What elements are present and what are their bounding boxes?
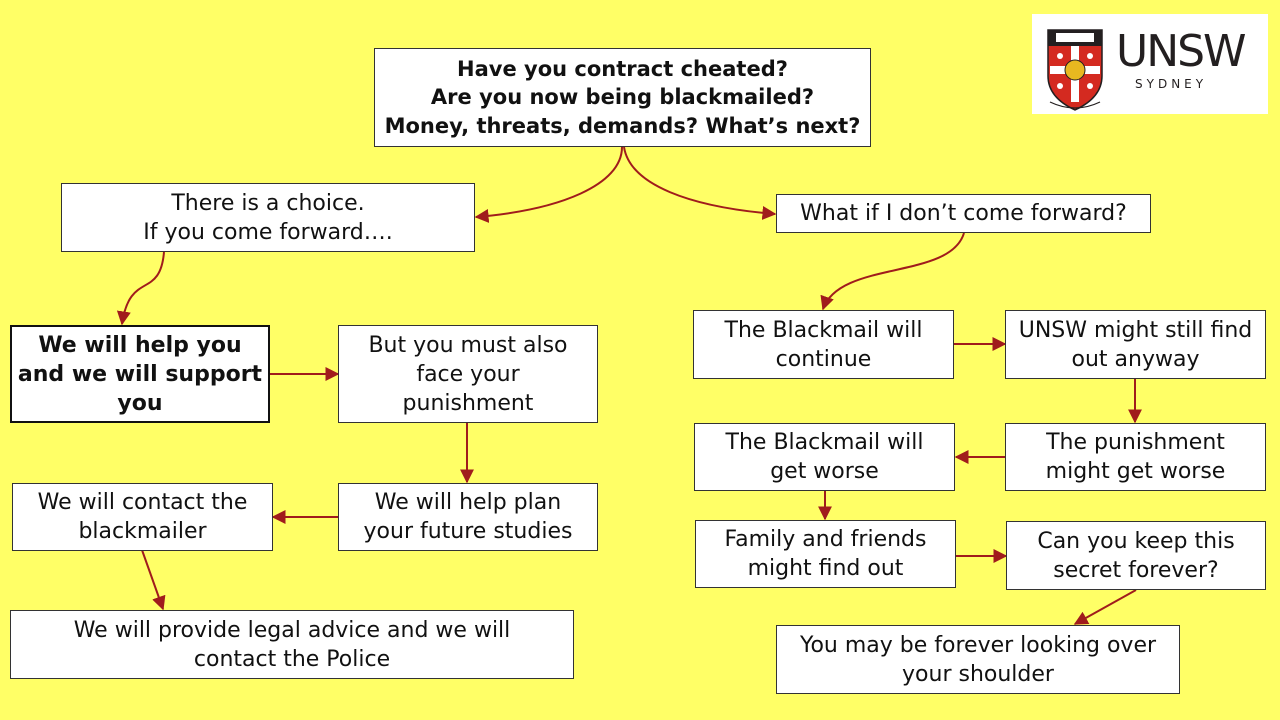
over-shoulder-box: You may be forever looking over your sho… <box>776 625 1180 694</box>
help-line-3: you <box>117 390 163 416</box>
shoulder-line-1: You may be forever looking over <box>799 632 1157 658</box>
punishment-line-3: punishment <box>402 390 534 416</box>
continue-line-2: continue <box>775 346 872 372</box>
shoulder-line-2: your shoulder <box>902 661 1054 687</box>
punishment-box: But you must also face your punishment <box>338 325 598 423</box>
punishment-line-2: face your <box>416 361 520 387</box>
blackmail-worse-box: The Blackmail will get worse <box>694 423 955 491</box>
plan-studies-box: We will help plan your future studies <box>338 483 598 551</box>
blackmailworse-line-1: The Blackmail will <box>725 430 924 455</box>
family-line-2: might find out <box>747 556 904 581</box>
choice-line-1: There is a choice. <box>171 190 365 216</box>
choice-box: There is a choice. If you come forward…. <box>61 183 475 252</box>
punishment-line-1: But you must also <box>368 332 568 358</box>
arrow-question-to-continue <box>820 232 965 311</box>
no-forward-question-text: What if I don’t come forward? <box>800 201 1127 226</box>
family-line-1: Family and friends <box>724 527 927 552</box>
punishworse-line-2: might get worse <box>1045 459 1226 484</box>
secret-line-1: Can you keep this <box>1037 528 1235 554</box>
plan-line-2: your future studies <box>363 519 573 544</box>
arrow-choice-to-help <box>116 251 165 326</box>
punishworse-line-1: The punishment <box>1046 430 1225 455</box>
arrow-secret-to-shoulder <box>1073 589 1137 625</box>
blackmail-continue-box: The Blackmail will continue <box>693 310 954 379</box>
top-question-box: Have you contract cheated? Are you now b… <box>374 48 871 147</box>
arrow-top-to-question <box>623 146 777 220</box>
arrow-top-to-choice <box>474 146 623 223</box>
help-line-1: We will help you <box>38 332 242 358</box>
punishment-worse-box: The punishment might get worse <box>1005 423 1266 491</box>
unsw-wordmark: UNSW <box>1116 26 1247 77</box>
findout-line-1: UNSW might still find <box>1018 317 1253 343</box>
blackmailworse-line-2: get worse <box>770 459 879 484</box>
top-question-line-3: Money, threats, demands? What’s next? <box>384 113 861 138</box>
plan-line-1: We will help plan <box>374 490 562 515</box>
unsw-subtitle: SYDNEY <box>1135 77 1208 91</box>
contact-line-2: blackmailer <box>78 519 207 544</box>
top-question-line-2: Are you now being blackmailed? <box>430 85 815 110</box>
keep-secret-box: Can you keep this secret forever? <box>1006 521 1266 590</box>
family-friends-box: Family and friends might find out <box>695 520 956 588</box>
legal-advice-box: We will provide legal advice and we will… <box>10 610 574 679</box>
arrow-contact-to-legal <box>141 549 166 611</box>
secret-line-2: secret forever? <box>1053 557 1219 583</box>
top-question-line-1: Have you contract cheated? <box>457 56 788 81</box>
no-forward-question-box: What if I don’t come forward? <box>776 194 1151 233</box>
help-line-2: and we will support <box>17 361 263 387</box>
legal-line-2: contact the Police <box>193 646 391 672</box>
unsw-find-out-box: UNSW might still find out anyway <box>1005 310 1266 379</box>
contact-blackmailer-box: We will contact the blackmailer <box>12 483 273 551</box>
choice-line-2: If you come forward…. <box>143 219 393 245</box>
legal-line-1: We will provide legal advice and we will <box>73 617 511 643</box>
continue-line-1: The Blackmail will <box>724 317 923 343</box>
unsw-logo: UNSW SYDNEY <box>1032 14 1268 114</box>
help-support-box: We will help you and we will support you <box>10 325 270 423</box>
unsw-crest-icon <box>1047 29 1103 111</box>
findout-line-2: out anyway <box>1071 346 1200 372</box>
contact-line-1: We will contact the <box>37 490 248 515</box>
